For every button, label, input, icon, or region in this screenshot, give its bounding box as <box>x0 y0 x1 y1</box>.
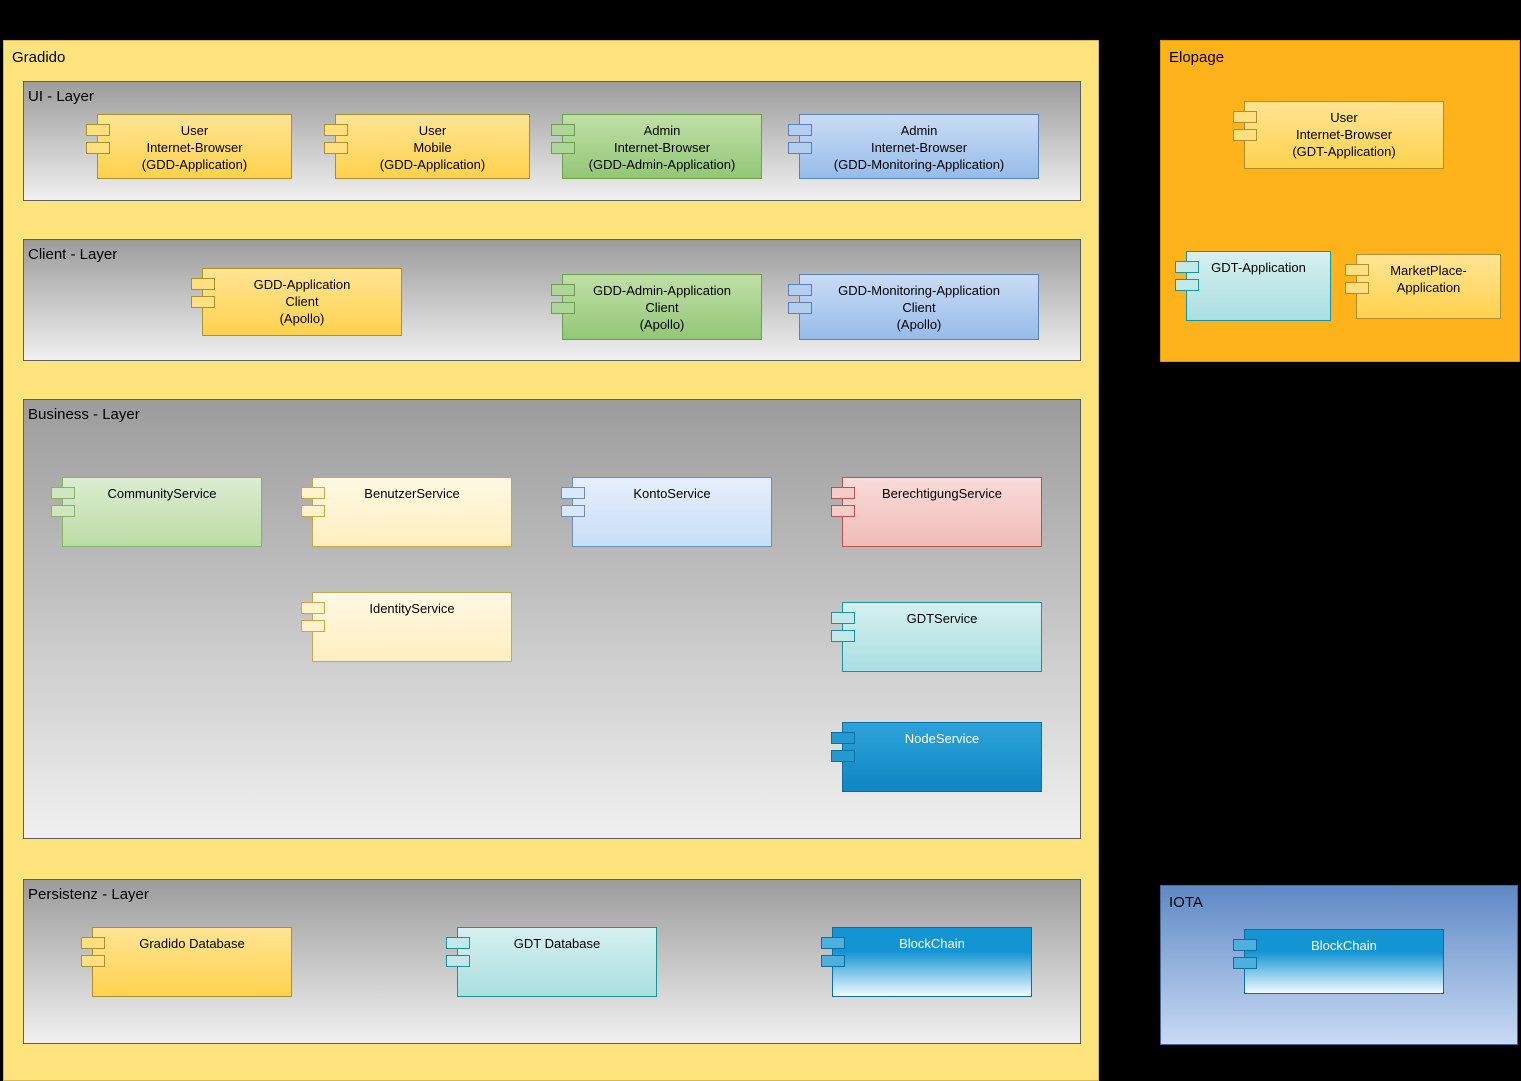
component-iota-blockchain: BlockChain <box>1233 929 1444 994</box>
component-icon-tab <box>324 124 348 136</box>
component-icon-tab <box>446 937 470 949</box>
component-label: MarketPlace- Application <box>1390 263 1467 296</box>
component-gdd-application-client: GDD-Application Client (Apollo) <box>191 268 402 336</box>
component-icon-tab <box>551 142 575 154</box>
component-icon-tab <box>1233 939 1257 951</box>
component-icon-tab <box>831 612 855 624</box>
component-icon-tab <box>831 750 855 762</box>
component-label: Gradido Database <box>139 936 245 951</box>
component-icon-tab <box>86 124 110 136</box>
component-icon-tab <box>788 302 812 314</box>
component-label: Admin Internet-Browser (GDD-Admin-Applic… <box>588 123 736 173</box>
component-berechtigung-service: BerechtigungService <box>831 477 1042 547</box>
component-icon-tab <box>1345 264 1369 276</box>
component-icon-tab <box>788 142 812 154</box>
component-icon-tab <box>81 955 105 967</box>
container-iota: IOTA BlockChain <box>1160 885 1518 1045</box>
component-icon-tab <box>1175 279 1199 291</box>
component-icon-tab <box>1345 282 1369 294</box>
component-label: BerechtigungService <box>882 486 1002 501</box>
component-label: User Internet-Browser (GDT-Application) <box>1292 110 1396 160</box>
component-node-service: NodeService <box>831 722 1042 792</box>
component-icon-tab <box>788 124 812 136</box>
component-icon-tab <box>551 124 575 136</box>
ui-layer: UI - Layer User Internet-Browser (GDD-Ap… <box>23 81 1081 201</box>
component-konto-service: KontoService <box>561 477 772 547</box>
component-label: IdentityService <box>369 601 455 616</box>
component-icon-tab <box>324 142 348 154</box>
component-icon-tab <box>301 620 325 632</box>
component-label: BlockChain <box>899 936 965 951</box>
component-community-service: CommunityService <box>51 477 262 547</box>
component-icon-tab <box>821 955 845 967</box>
component-benutzer-service: BenutzerService <box>301 477 512 547</box>
component-label: GDTService <box>906 611 978 626</box>
component-label: NodeService <box>904 731 980 746</box>
container-elopage: Elopage User Internet-Browser (GDT-Appli… <box>1160 40 1520 362</box>
component-icon-tab <box>561 487 585 499</box>
component-icon-tab <box>831 630 855 642</box>
component-user-internet-browser-gdd-application: User Internet-Browser (GDD-Application) <box>86 114 292 179</box>
component-icon-tab <box>1233 129 1257 141</box>
component-label: GDD-Admin-Application Client (Apollo) <box>593 283 731 333</box>
component-identity-service: IdentityService <box>301 592 512 662</box>
component-icon-tab <box>561 505 585 517</box>
layer-title-ui: UI - Layer <box>28 88 94 105</box>
component-admin-internet-browser-gdd-monitoring-application: Admin Internet-Browser (GDD-Monitoring-A… <box>788 114 1039 179</box>
business-layer: Business - Layer CommunityService Benutz… <box>23 399 1081 839</box>
container-title-gradido: Gradido <box>12 49 66 66</box>
component-icon-tab <box>51 505 75 517</box>
component-gradido-database: Gradido Database <box>81 927 292 997</box>
layer-title-client: Client - Layer <box>28 246 118 263</box>
layer-title-persistenz: Persistenz - Layer <box>28 886 149 903</box>
component-user-internet-browser-gdt-application: User Internet-Browser (GDT-Application) <box>1233 101 1444 169</box>
component-label: User Mobile (GDD-Application) <box>379 123 486 173</box>
component-marketplace-application: MarketPlace- Application <box>1345 254 1501 319</box>
component-icon-tab <box>1233 111 1257 123</box>
component-icon-tab <box>821 937 845 949</box>
component-label: GDD-Monitoring-Application Client (Apoll… <box>838 283 1000 333</box>
component-label: KontoService <box>633 486 711 501</box>
component-label: BlockChain <box>1311 938 1377 953</box>
component-gdt-database: GDT Database <box>446 927 657 997</box>
component-label: CommunityService <box>107 486 217 501</box>
container-title-elopage: Elopage <box>1169 49 1225 66</box>
component-label: GDT-Application <box>1211 260 1306 275</box>
component-icon-tab <box>788 284 812 296</box>
component-icon-tab <box>301 487 325 499</box>
client-layer: Client - Layer GDD-Application Client (A… <box>23 239 1081 361</box>
component-gdt-service: GDTService <box>831 602 1042 672</box>
component-icon-tab <box>831 732 855 744</box>
component-gdt-application: GDT-Application <box>1175 251 1331 321</box>
component-icon-tab <box>831 505 855 517</box>
component-icon-tab <box>86 142 110 154</box>
component-icon-tab <box>81 937 105 949</box>
component-gdd-admin-application-client: GDD-Admin-Application Client (Apollo) <box>551 274 762 340</box>
component-icon-tab <box>1175 261 1199 273</box>
component-icon-tab <box>51 487 75 499</box>
component-icon-tab <box>446 955 470 967</box>
component-admin-internet-browser-gdd-admin-application: Admin Internet-Browser (GDD-Admin-Applic… <box>551 114 762 179</box>
container-gradido: Gradido UI - Layer User Internet-Browser… <box>3 40 1099 1081</box>
component-icon-tab <box>301 602 325 614</box>
component-label: BenutzerService <box>364 486 460 501</box>
container-title-iota: IOTA <box>1169 894 1203 911</box>
component-label: Admin Internet-Browser (GDD-Monitoring-A… <box>833 123 1005 173</box>
component-label: GDT Database <box>513 936 601 951</box>
component-gdd-monitoring-application-client: GDD-Monitoring-Application Client (Apoll… <box>788 274 1039 340</box>
component-icon-tab <box>301 505 325 517</box>
component-icon-tab <box>551 284 575 296</box>
persistenz-layer: Persistenz - Layer Gradido Database GDT … <box>23 879 1081 1044</box>
component-label: User Internet-Browser (GDD-Application) <box>141 123 248 173</box>
layer-title-business: Business - Layer <box>28 406 140 423</box>
component-icon-tab <box>191 278 215 290</box>
component-user-mobile-gdd-application: User Mobile (GDD-Application) <box>324 114 530 179</box>
component-blockchain: BlockChain <box>821 927 1032 997</box>
component-icon-tab <box>831 487 855 499</box>
component-icon-tab <box>1233 957 1257 969</box>
component-icon-tab <box>551 302 575 314</box>
component-icon-tab <box>191 296 215 308</box>
component-label: GDD-Application Client (Apollo) <box>253 277 351 327</box>
